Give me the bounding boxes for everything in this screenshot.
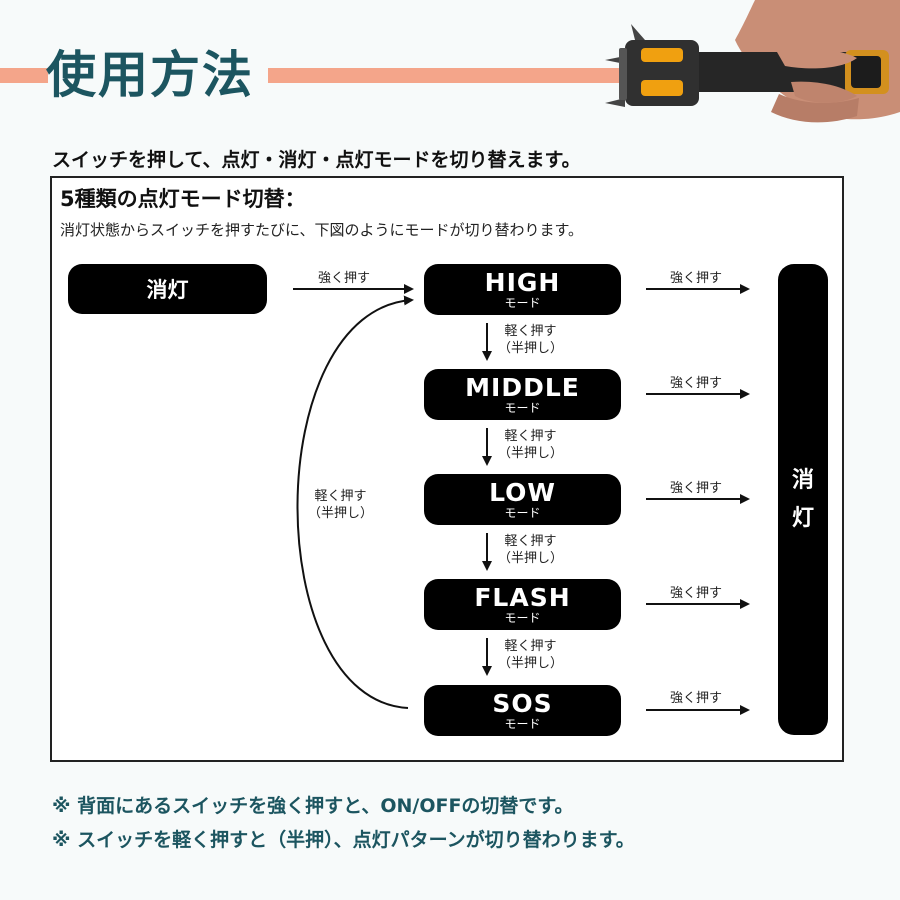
label-light-press-flash: 軽く押す （半押し） bbox=[498, 638, 563, 672]
mode-diagram-heading: 5種類の点灯モード切替： bbox=[60, 187, 306, 211]
state-off-start: 消灯 bbox=[68, 264, 267, 314]
label-light-press-line2: （半押し） bbox=[498, 551, 564, 566]
label-light-press-line2: （半押し） bbox=[308, 506, 374, 521]
label-light-press-loop: 軽く押す （半押し） bbox=[308, 488, 373, 522]
label-light-press-line1: 軽く押す bbox=[504, 324, 557, 339]
mode-sos-sub: モード bbox=[504, 717, 541, 731]
state-off-end: 消 灯 bbox=[778, 264, 828, 735]
flashlight-in-hand-image bbox=[605, 0, 900, 123]
instruction-subtitle: スイッチを押して、点灯・消灯・点灯モードを切り替えます。 bbox=[52, 149, 581, 171]
label-light-press-high: 軽く押す （半押し） bbox=[498, 323, 563, 357]
mode-flash-name: FLASH bbox=[474, 583, 571, 612]
page-title: 使用方法 bbox=[46, 46, 254, 104]
mode-middle-name: MIDDLE bbox=[465, 373, 580, 402]
label-light-press-line2: （半押し） bbox=[498, 446, 564, 461]
label-strong-press-middle: 強く押す bbox=[670, 376, 723, 391]
note-light-press: ※ スイッチを軽く押すと（半押）、点灯パターンが切り替わります。 bbox=[52, 829, 635, 851]
label-strong-press-flash: 強く押す bbox=[670, 586, 723, 601]
note-strong-press: ※ 背面にあるスイッチを強く押すと、ON/OFFの切替です。 bbox=[52, 795, 574, 817]
label-light-press-middle: 軽く押す （半押し） bbox=[498, 428, 563, 462]
mode-high-sub: モード bbox=[504, 296, 541, 310]
label-light-press-line2: （半押し） bbox=[498, 341, 564, 356]
label-light-press-line1: 軽く押す bbox=[504, 534, 557, 549]
title-accent-bar-left bbox=[0, 68, 48, 83]
mode-middle: MIDDLE モード bbox=[424, 369, 621, 420]
mode-low-name: LOW bbox=[489, 478, 556, 507]
mode-low-sub: モード bbox=[504, 506, 541, 520]
mode-flash: FLASH モード bbox=[424, 579, 621, 630]
label-strong-press-sos: 強く押す bbox=[670, 691, 723, 706]
mode-high: HIGH モード bbox=[424, 264, 621, 315]
mode-flash-sub: モード bbox=[504, 611, 541, 625]
arrow-sos-loop-to-high bbox=[296, 295, 414, 709]
label-strong-press-start: 強く押す bbox=[318, 271, 371, 286]
label-light-press-line1: 軽く押す bbox=[504, 429, 557, 444]
label-light-press-line2: （半押し） bbox=[498, 656, 564, 671]
label-light-press-line1: 軽く押す bbox=[504, 639, 557, 654]
mode-sos: SOS モード bbox=[424, 685, 621, 736]
mode-high-name: HIGH bbox=[484, 268, 561, 297]
label-light-press-line1: 軽く押す bbox=[314, 489, 367, 504]
mode-middle-sub: モード bbox=[504, 401, 541, 415]
label-light-press-low: 軽く押す （半押し） bbox=[498, 533, 563, 567]
mode-low: LOW モード bbox=[424, 474, 621, 525]
state-off-end-char-1: 消 bbox=[791, 467, 814, 493]
label-strong-press-high: 強く押す bbox=[670, 271, 723, 286]
label-strong-press-low: 強く押す bbox=[670, 481, 723, 496]
mode-sos-name: SOS bbox=[492, 689, 553, 718]
state-off-end-char-2: 灯 bbox=[791, 505, 814, 531]
title-accent-bar-right bbox=[268, 68, 670, 83]
mode-diagram-description: 消灯状態からスイッチを押すたびに、下図のようにモードが切り替わります。 bbox=[60, 221, 584, 239]
